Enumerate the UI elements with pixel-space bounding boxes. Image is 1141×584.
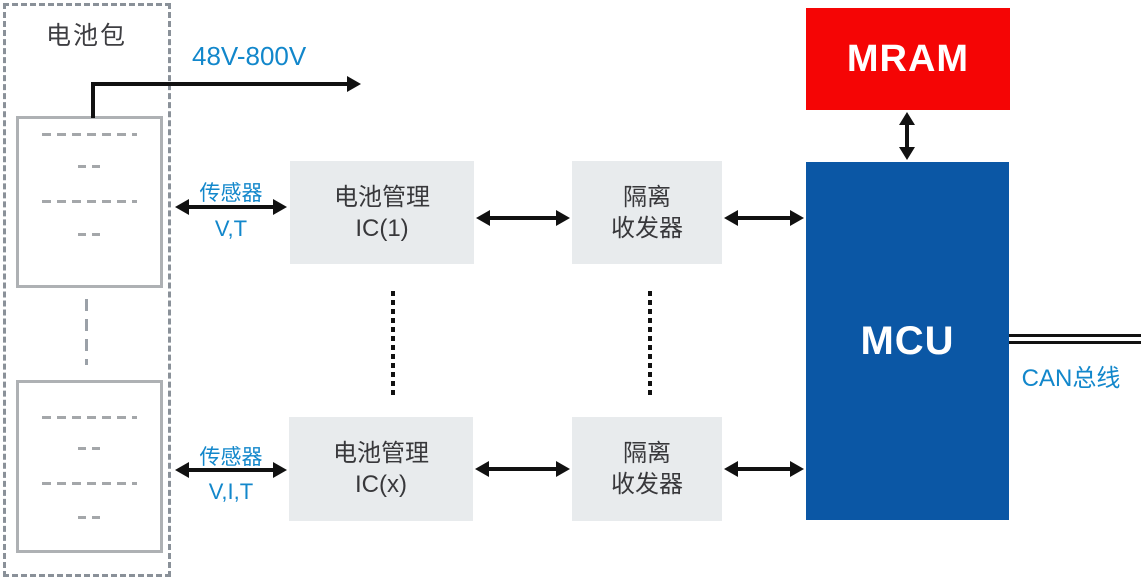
link-icx-iso-arrow [475, 461, 570, 477]
can-bus-label: CAN总线 [1021, 365, 1121, 392]
sensor-top-title: 传感器 [199, 182, 263, 205]
can-bus-line-upper [1009, 334, 1141, 337]
arrowhead-down-icon [899, 147, 915, 160]
block-bms-ic-x-line1: 电池管理 [333, 440, 429, 467]
arrowhead-right-icon [273, 462, 287, 478]
arrowhead-right-icon [790, 210, 804, 226]
battery-pack-region [3, 3, 171, 577]
sensor-bottom-title: 传感器 [199, 446, 263, 469]
battery-cell-dash [78, 447, 100, 450]
power-line-horizontal [91, 82, 347, 86]
mram-label: MRAM [846, 37, 970, 80]
arrowhead-up-icon [899, 112, 915, 125]
block-iso-bottom-line2: 收发器 [611, 471, 683, 498]
mcu-label: MCU [860, 318, 955, 363]
block-bms-ic-1-line1: 电池管理 [334, 183, 430, 211]
link-ic1-iso-arrow [476, 210, 570, 226]
arrowhead-right-icon [556, 461, 570, 477]
sensor-top-bidirectional-arrow [175, 199, 287, 215]
arrowhead-left-icon [476, 210, 490, 226]
block-mram: MRAM [806, 8, 1010, 110]
battery-cell-dash [42, 416, 137, 419]
power-line-vertical [91, 84, 95, 118]
battery-pack-label: 电池包 [46, 22, 128, 50]
battery-cell-dash [42, 133, 137, 136]
continuation-dots-bms [391, 291, 395, 399]
arrowhead-right-icon [790, 461, 804, 477]
block-bms-ic-1-line2: IC(1) [355, 214, 409, 242]
link-iso-mcu-bottom-arrow [724, 461, 804, 477]
sensor-bottom-signals: V,I,T [208, 479, 254, 504]
can-bus-line-lower [1009, 341, 1141, 344]
block-iso-bottom-line1: 隔离 [623, 440, 671, 467]
sensor-bottom-bidirectional-arrow [175, 462, 287, 478]
link-mram-mcu-arrow [899, 112, 915, 160]
arrowhead-left-icon [175, 199, 189, 215]
battery-cell-dash [78, 516, 100, 519]
arrowhead-left-icon [724, 461, 738, 477]
battery-cell-dash [42, 482, 137, 485]
block-isolation-transceiver-bottom: 隔离 收发器 [572, 417, 722, 521]
link-iso-mcu-top-arrow [724, 210, 804, 226]
sensor-top-signals: V,T [214, 216, 248, 241]
block-bms-ic-1: 电池管理 IC(1) [290, 161, 474, 264]
arrowhead-right-icon [556, 210, 570, 226]
block-bms-ic-x: 电池管理 IC(x) [289, 417, 473, 521]
battery-module-1 [16, 116, 163, 288]
battery-cell-dash [42, 200, 137, 203]
block-iso-top-line2: 收发器 [611, 214, 683, 242]
power-arrowhead-icon [347, 76, 361, 92]
continuation-dots-iso [648, 291, 652, 398]
arrowhead-left-icon [175, 462, 189, 478]
block-iso-top-line1: 隔离 [623, 183, 671, 211]
battery-modules-continuation-dashes [85, 299, 88, 365]
battery-cell-dash [78, 165, 100, 168]
block-bms-ic-x-line2: IC(x) [355, 471, 407, 498]
arrowhead-left-icon [724, 210, 738, 226]
block-mcu: MCU [806, 162, 1009, 520]
block-isolation-transceiver-top: 隔离 收发器 [572, 161, 722, 264]
arrowhead-right-icon [273, 199, 287, 215]
voltage-range-label: 48V-800V [192, 41, 307, 71]
battery-cell-dash [78, 233, 100, 236]
battery-module-2 [16, 380, 163, 553]
arrowhead-left-icon [475, 461, 489, 477]
